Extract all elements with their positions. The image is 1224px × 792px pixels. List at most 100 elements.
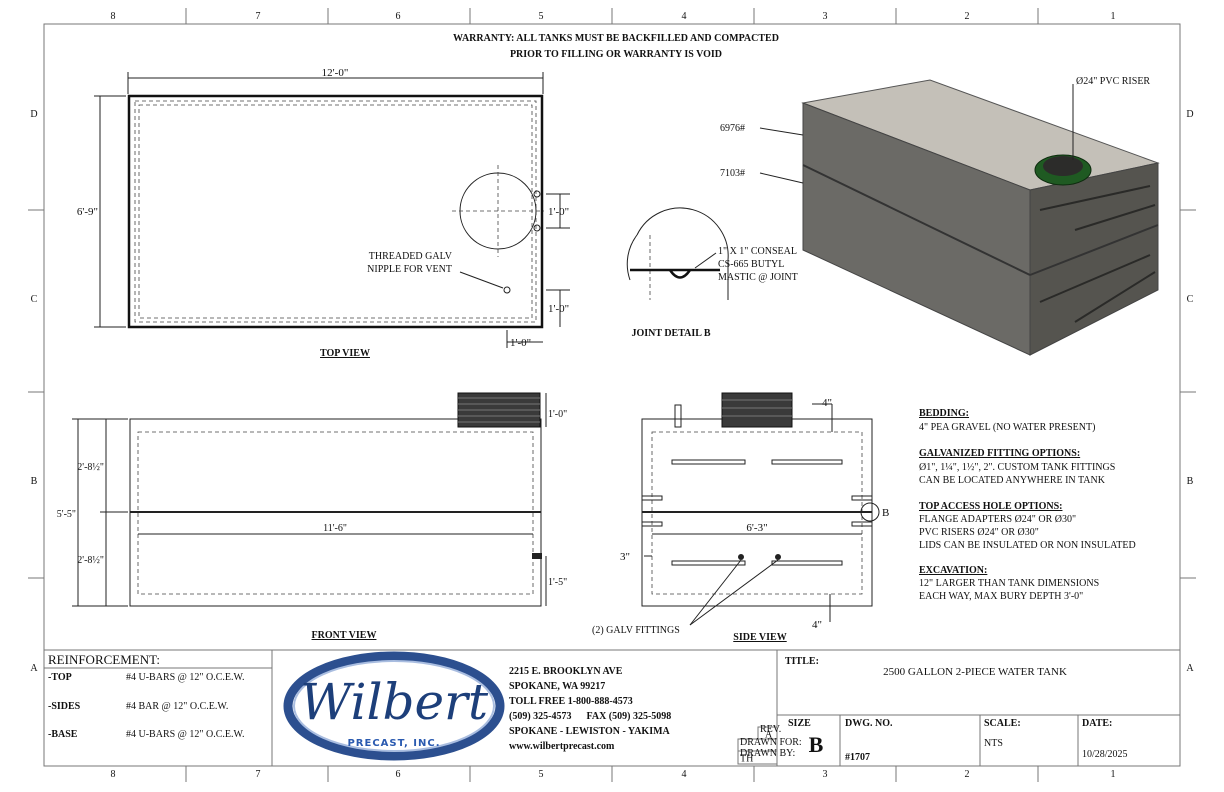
side-view-title: SIDE VIEW bbox=[733, 632, 786, 643]
joint-detail bbox=[626, 207, 729, 300]
row-label: D bbox=[1186, 109, 1193, 120]
company-tollfree: TOLL FREE 1-800-888-4573 bbox=[509, 696, 633, 707]
dwg-no-value: #1707 bbox=[845, 752, 870, 763]
front-height-total: 5'-5" bbox=[57, 509, 76, 520]
scale-label: SCALE: bbox=[984, 718, 1021, 729]
warranty-line-2: PRIOR TO FILLING OR WARRANTY IS VOID bbox=[510, 49, 722, 60]
rev-value: A bbox=[765, 730, 773, 741]
wilbert-logo: Wilbert PRECAST, INC. bbox=[283, 651, 505, 761]
joint-detail-title: JOINT DETAIL B bbox=[631, 328, 710, 339]
col-label: 4 bbox=[682, 769, 687, 780]
front-view-title: FRONT VIEW bbox=[312, 630, 377, 641]
note-heading: BEDDING: bbox=[919, 408, 969, 419]
side-top-offset: 4" bbox=[822, 397, 832, 409]
logo-subtitle: PRECAST, INC. bbox=[347, 738, 440, 749]
col-label: 6 bbox=[396, 769, 401, 780]
col-label: 6 bbox=[396, 11, 401, 22]
note-heading: EXCAVATION: bbox=[919, 565, 987, 576]
front-height-bottom: 2'-8½" bbox=[77, 555, 104, 566]
row-label: C bbox=[1187, 294, 1194, 305]
top-width-dim: 6'-9" bbox=[77, 206, 98, 218]
side-inner-width: 6'-3" bbox=[746, 522, 767, 534]
logo-wordmark: Wilbert bbox=[300, 673, 489, 731]
note-heading: GALVANIZED FITTING OPTIONS: bbox=[919, 448, 1080, 459]
front-riser-height: 1'-0" bbox=[548, 409, 567, 420]
top-view bbox=[94, 72, 570, 348]
note-line: 4" PEA GRAVEL (NO WATER PRESENT) bbox=[919, 422, 1095, 433]
note-line: PVC RISERS Ø24" OR Ø30" bbox=[919, 527, 1039, 538]
col-label: 7 bbox=[256, 11, 261, 22]
vent-offset-dim: 1'-0" bbox=[548, 303, 569, 315]
company-website: www.wilbertprecast.com bbox=[509, 741, 615, 752]
reinforcement-spec: #4 U-BARS @ 12" O.C.E.W. bbox=[126, 729, 245, 740]
row-label: D bbox=[30, 109, 37, 120]
iso-tank-view bbox=[759, 79, 1160, 356]
size-label: SIZE bbox=[788, 718, 811, 729]
company-address: 2215 E. BROOKLYN AVE bbox=[509, 666, 623, 677]
col-label: 3 bbox=[823, 11, 828, 22]
company-locations: SPOKANE - LEWISTON - YAKIMA bbox=[509, 726, 671, 737]
front-inner-length: 11'-6" bbox=[323, 523, 347, 534]
row-label: A bbox=[1186, 663, 1194, 674]
border-zone-ticks bbox=[28, 8, 1196, 782]
detail-b-callout: B bbox=[882, 507, 889, 519]
vent-label-1: THREADED GALV bbox=[369, 251, 453, 262]
col-label: 8 bbox=[111, 11, 116, 22]
col-label: 8 bbox=[111, 769, 116, 780]
date-label: DATE: bbox=[1082, 718, 1112, 729]
col-label: 3 bbox=[823, 769, 828, 780]
top-weight-label: 6976# bbox=[720, 123, 745, 134]
col-label: 1 bbox=[1111, 11, 1116, 22]
galv-fittings-label: (2) GALV FITTINGS bbox=[592, 625, 680, 636]
drawing-title: 2500 GALLON 2-PIECE WATER TANK bbox=[883, 666, 1067, 678]
front-height-top: 2'-8½" bbox=[77, 462, 104, 473]
note-line: Ø1", 1¼", 1½", 2". CUSTOM TANK FITTINGS bbox=[919, 462, 1115, 473]
joint-label-3: MASTIC @ JOINT bbox=[718, 272, 798, 283]
drawn-by-value: TH bbox=[740, 754, 753, 765]
note-line: EACH WAY, MAX BURY DEPTH 3'-0" bbox=[919, 591, 1083, 602]
reinforcement-part: -SIDES bbox=[48, 701, 81, 712]
drawn-for-label: DRAWN FOR: bbox=[740, 737, 802, 748]
top-length-dim: 12'-0" bbox=[322, 67, 349, 79]
reinforcement-part: -TOP bbox=[48, 672, 72, 683]
row-label: A bbox=[30, 663, 38, 674]
col-label: 4 bbox=[682, 11, 687, 22]
front-view bbox=[72, 392, 547, 607]
row-label: C bbox=[31, 294, 38, 305]
side-view bbox=[641, 392, 880, 626]
notes: BEDDING: 4" PEA GRAVEL (NO WATER PRESENT… bbox=[919, 408, 1136, 602]
joint-label-1: 1" X 1" CONSEAL bbox=[718, 246, 797, 257]
drawn-by-label: DRAWN BY: bbox=[740, 748, 795, 759]
side-wall: 3" bbox=[620, 551, 630, 563]
rev-label: REV. bbox=[760, 724, 781, 735]
col-label: 1 bbox=[1111, 769, 1116, 780]
size-value: B bbox=[809, 732, 824, 757]
col-label: 5 bbox=[539, 11, 544, 22]
side-bottom-offset: 4" bbox=[812, 619, 822, 631]
joint-label-2: CS-665 BUTYL bbox=[718, 259, 784, 270]
top-view-title: TOP VIEW bbox=[320, 348, 370, 359]
note-line: FLANGE ADAPTERS Ø24" OR Ø30" bbox=[919, 514, 1076, 525]
col-label: 2 bbox=[965, 11, 970, 22]
bottom-weight-label: 7103# bbox=[720, 168, 745, 179]
scale-value: NTS bbox=[984, 738, 1003, 749]
reinforcement-part: -BASE bbox=[48, 729, 78, 740]
title-block bbox=[44, 649, 1180, 766]
warranty-line-1: WARRANTY: ALL TANKS MUST BE BACKFILLED A… bbox=[453, 33, 779, 44]
note-line: 12" LARGER THAN TANK DIMENSIONS bbox=[919, 578, 1099, 589]
reinforcement-spec: #4 BAR @ 12" O.C.E.W. bbox=[126, 701, 228, 712]
col-label: 2 bbox=[965, 769, 970, 780]
riser-offset-dim: 1'-0" bbox=[548, 206, 569, 218]
note-line: LIDS CAN BE INSULATED OR NON INSULATED bbox=[919, 540, 1136, 551]
note-line: CAN BE LOCATED ANYWHERE IN TANK bbox=[919, 475, 1106, 486]
vent-label-2: NIPPLE FOR VENT bbox=[367, 264, 452, 275]
reinforcement-spec: #4 U-BARS @ 12" O.C.E.W. bbox=[126, 672, 245, 683]
dwg-no-label: DWG. NO. bbox=[845, 718, 893, 729]
row-label: B bbox=[31, 476, 38, 487]
title-label: TITLE: bbox=[785, 656, 819, 667]
company-city: SPOKANE, WA 99217 bbox=[509, 681, 605, 692]
front-fitting-height: 1'-5" bbox=[548, 577, 567, 588]
vent-side-dim: 1'-0" bbox=[510, 337, 531, 349]
date-value: 10/28/2025 bbox=[1082, 749, 1128, 760]
